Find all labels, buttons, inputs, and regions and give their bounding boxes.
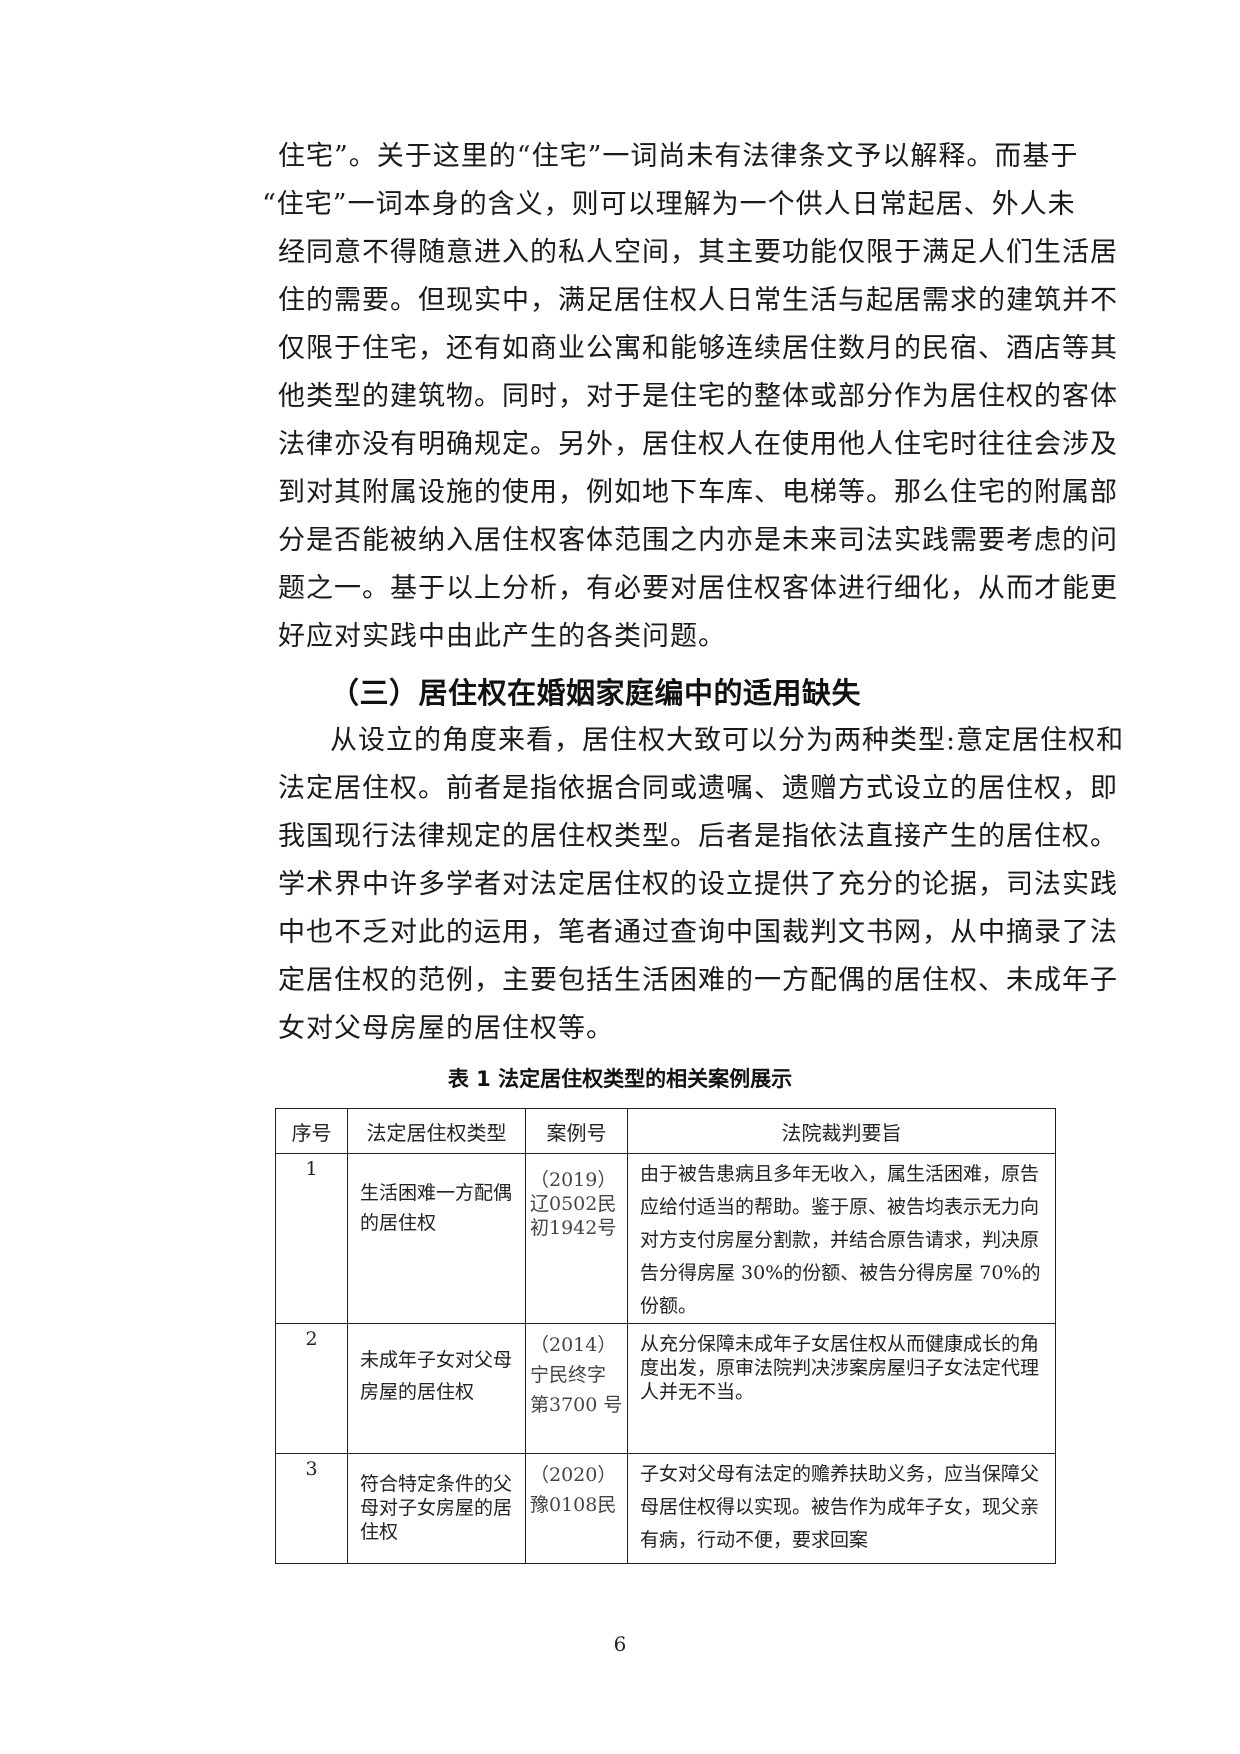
table-header-row: 序号 法定居住权类型 案例号 法院裁判要旨	[275, 1108, 1056, 1154]
ruling-gist: 子女对父母有法定的赡养扶助义务，应当保障父母居住权得以实现。被告作为成年子女，现…	[640, 1463, 1040, 1551]
cell-case: （2014）宁民终字第3700 号	[525, 1323, 628, 1454]
ruling-gist: 从充分保障未成年子女居住权从而健康成长的角度出发，原审法院判决涉案房屋归子女法定…	[640, 1333, 1040, 1403]
header-type: 法定居住权类型	[347, 1108, 526, 1154]
text-line: 住的需要。但现实中，满足居住权人日常生活与起居需求的建筑并不	[278, 285, 1118, 316]
table-row: 1 生活困难一方配偶的居住权 （2019）辽0502民初1942号 由于被告患病…	[275, 1153, 1056, 1324]
residence-right-type: 生活困难一方配偶的居住权	[360, 1182, 513, 1234]
residence-right-type: 未成年子女对父母房屋的居住权	[360, 1349, 513, 1403]
cell-no: 2	[275, 1323, 348, 1454]
ruling-gist: 由于被告患病且多年无收入，属生活困难，原告应给付适当的帮助。鉴于原、被告均表示无…	[640, 1163, 1041, 1317]
text-line: 住宅”。关于这里的“住宅”一词尚未有法律条文予以解释。而基于	[278, 141, 1079, 172]
cell-case: （2020）豫0108民	[525, 1453, 628, 1564]
row-number: 3	[305, 1458, 318, 1480]
text-line: 法律亦没有明确规定。另外，居住权人在使用他人住宅时往往会涉及	[278, 429, 1118, 460]
header-case: 案例号	[525, 1108, 628, 1154]
text-line: “住宅”一词本身的含义，则可以理解为一个供人日常起居、外人未	[262, 189, 1076, 220]
cell-no: 3	[275, 1453, 348, 1564]
text-line: 女对父母房屋的居住权等。	[278, 1013, 614, 1044]
page-number: 6	[613, 1632, 627, 1656]
header-gist: 法院裁判要旨	[627, 1108, 1056, 1154]
cell-type: 符合特定条件的父母对子女房屋的居住权	[347, 1453, 526, 1564]
row-number: 1	[305, 1158, 318, 1180]
text-line: 好应对实践中由此产生的各类问题。	[278, 621, 726, 652]
cell-no: 1	[275, 1153, 348, 1324]
row-number: 2	[305, 1328, 318, 1350]
text-line: 法定居住权。前者是指依据合同或遗嘱、遗赠方式设立的居住权，即	[278, 773, 1118, 804]
table-row: 3 符合特定条件的父母对子女房屋的居住权 （2020）豫0108民 子女对父母有…	[275, 1453, 1056, 1564]
cases-table: 序号 法定居住权类型 案例号 法院裁判要旨 1 生活困难一方配偶的居住权 （20…	[275, 1108, 1056, 1564]
cell-type: 生活困难一方配偶的居住权	[347, 1153, 526, 1324]
cell-gist: 子女对父母有法定的赡养扶助义务，应当保障父母居住权得以实现。被告作为成年子女，现…	[627, 1453, 1056, 1564]
text-line: 题之一。基于以上分析，有必要对居住权客体进行细化，从而才能更	[278, 573, 1118, 604]
text-line: 学术界中许多学者对法定居住权的设立提供了充分的论据，司法实践	[278, 869, 1118, 900]
text-line: 定居住权的范例，主要包括生活困难的一方配偶的居住权、未成年子	[278, 965, 1118, 996]
text-line: 中也不乏对此的运用，笔者通过查询中国裁判文书网，从中摘录了法	[278, 917, 1118, 948]
text-line: 他类型的建筑物。同时，对于是住宅的整体或部分作为居住权的客体	[278, 381, 1118, 412]
cell-gist: 由于被告患病且多年无收入，属生活困难，原告应给付适当的帮助。鉴于原、被告均表示无…	[627, 1153, 1056, 1324]
text-line: 经同意不得随意进入的私人空间，其主要功能仅限于满足人们生活居	[278, 237, 1118, 268]
text-line: 我国现行法律规定的居住权类型。后者是指依法直接产生的居住权。	[278, 821, 1118, 852]
header-no: 序号	[275, 1108, 348, 1154]
residence-right-type: 符合特定条件的父母对子女房屋的居住权	[360, 1473, 513, 1543]
text-line: 仅限于住宅，还有如商业公寓和能够连续居住数月的民宿、酒店等其	[278, 333, 1118, 364]
section-heading: （三）居住权在婚姻家庭编中的适用缺失	[330, 676, 862, 710]
cell-type: 未成年子女对父母房屋的居住权	[347, 1323, 526, 1454]
cell-case: （2019）辽0502民初1942号	[525, 1153, 628, 1324]
text-line: 到对其附属设施的使用，例如地下车库、电梯等。那么住宅的附属部	[278, 477, 1118, 508]
case-number: （2020）豫0108民	[530, 1464, 617, 1516]
cell-gist: 从充分保障未成年子女居住权从而健康成长的角度出发，原审法院判决涉案房屋归子女法定…	[627, 1323, 1056, 1454]
text-line: 从设立的角度来看，居住权大致可以分为两种类型:意定居住权和	[330, 725, 1125, 756]
table-row: 2 未成年子女对父母房屋的居住权 （2014）宁民终字第3700 号 从充分保障…	[275, 1323, 1056, 1454]
case-number: （2019）辽0502民初1942号	[530, 1169, 617, 1239]
case-number: （2014）宁民终字第3700 号	[530, 1334, 623, 1416]
text-line: 分是否能被纳入居住权客体范围之内亦是未来司法实践需要考虑的问	[278, 525, 1118, 556]
table-caption: 表 1 法定居住权类型的相关案例展示	[447, 1067, 793, 1091]
